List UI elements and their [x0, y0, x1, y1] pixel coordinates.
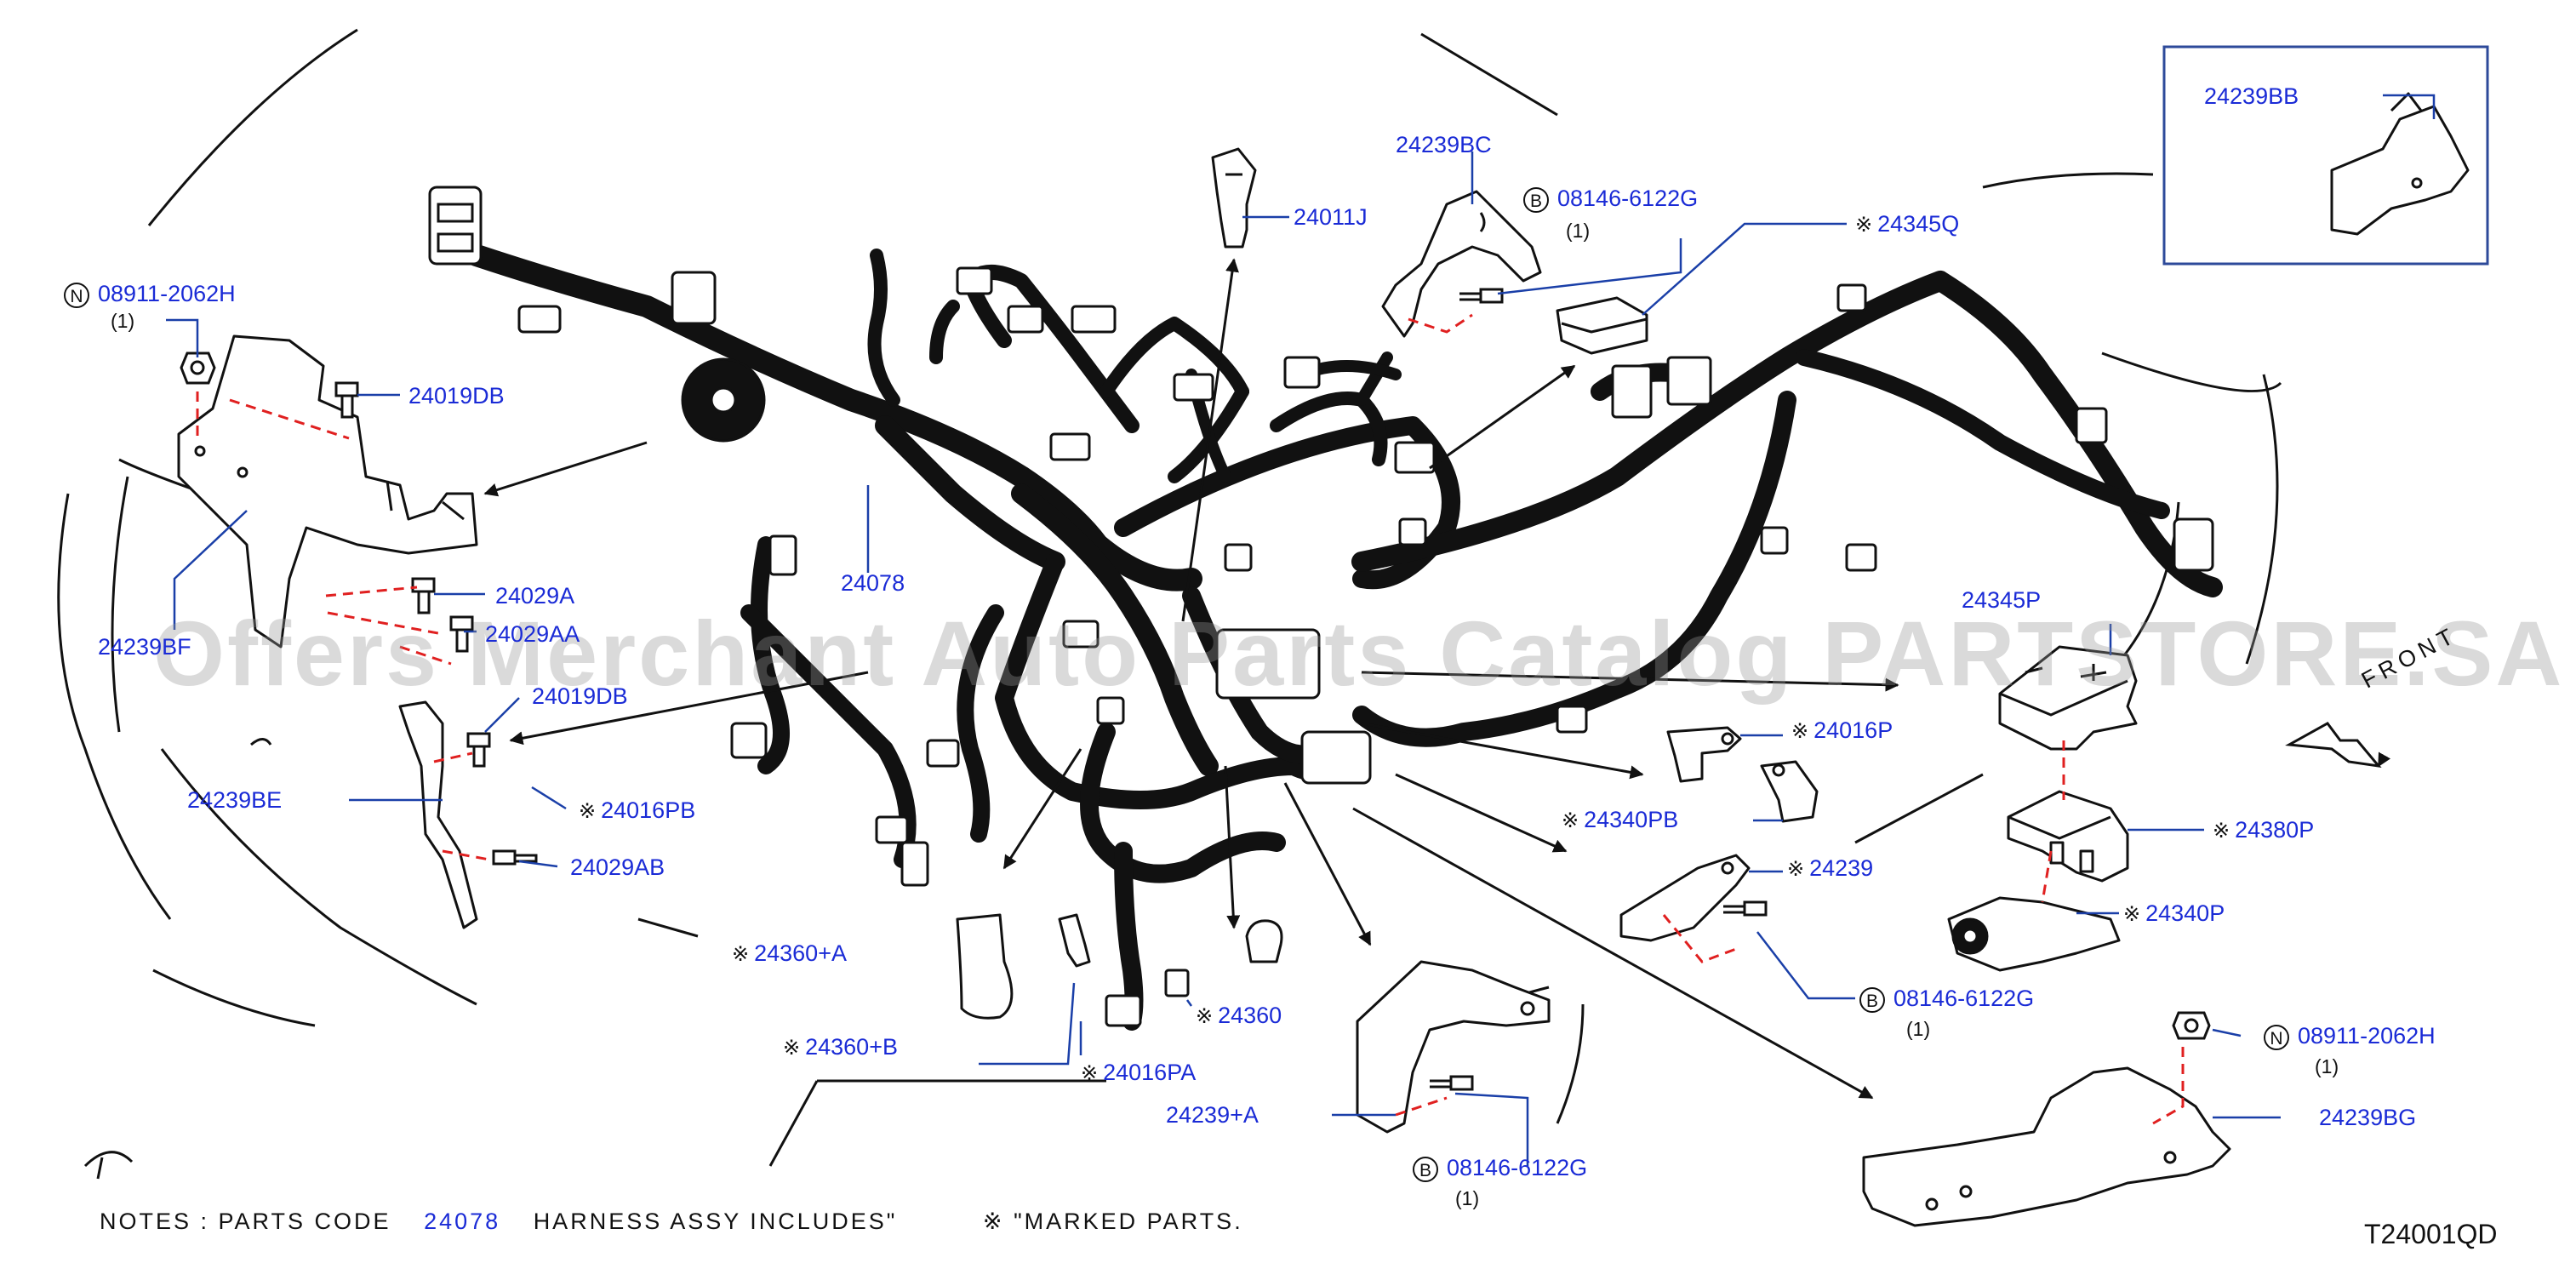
- label-08146-6122G-top[interactable]: B 08146-6122G: [1523, 186, 1698, 213]
- battery-terminal-24340P: [1947, 896, 2121, 972]
- part-number: 24016PA: [1103, 1060, 1197, 1085]
- direction-arrows: [483, 258, 2379, 1100]
- marked-symbol: ※: [2213, 820, 2230, 843]
- quantity-top: (1): [1566, 220, 1591, 242]
- marked-symbol: ※: [1081, 1062, 1099, 1085]
- misc-parts: [956, 913, 1283, 1020]
- label-24239[interactable]: ※24239: [1787, 855, 1873, 883]
- relay-24345Q: [1556, 296, 1648, 355]
- label-24360[interactable]: ※24360: [1196, 1003, 1282, 1030]
- bracket-24239: [1619, 854, 1751, 942]
- notes-marked: "MARKED PARTS.: [1014, 1209, 1243, 1234]
- label-24239BF[interactable]: 24239BF: [98, 634, 191, 660]
- label-24360-B[interactable]: ※24360+B: [783, 1034, 898, 1061]
- part-number: 24345Q: [1877, 211, 1960, 237]
- harness-connectors: [428, 186, 2214, 1027]
- bracket-24239BE: [398, 700, 478, 929]
- part-number: 08911-2062H: [98, 281, 236, 306]
- marked-symbol: ※: [1196, 1005, 1214, 1028]
- label-24345Q[interactable]: ※24345Q: [1855, 211, 1959, 238]
- bolt-badge-icon: B: [1859, 986, 1885, 1013]
- quantity-right: (1): [2315, 1055, 2339, 1077]
- marked-symbol: ※: [1791, 720, 1809, 743]
- notes-text: HARNESS ASSY INCLUDES": [533, 1209, 898, 1234]
- marked-symbol: ※: [1855, 214, 1873, 237]
- fuse-link-24380P: [2007, 790, 2129, 883]
- label-24239BC[interactable]: 24239BC: [1396, 132, 1492, 157]
- label-08146-6122G-mid[interactable]: B 08146-6122G: [1859, 986, 2034, 1013]
- bracket-24239BG: [1862, 1066, 2231, 1227]
- part-number: 24016P: [1813, 717, 1893, 743]
- part-number: 08146-6122G: [1447, 1155, 1588, 1180]
- diagram-id: T24001QD: [2364, 1219, 2498, 1249]
- part-number: 24340P: [2145, 900, 2225, 926]
- fasteners: [180, 288, 2211, 1091]
- label-24011J[interactable]: 24011J: [1294, 204, 1368, 230]
- label-08911-2062H-left[interactable]: N 08911-2062H: [64, 281, 236, 308]
- bracket-24239-A: [1356, 960, 1551, 1134]
- leader-lines: [166, 94, 2436, 1166]
- label-24019DB-1[interactable]: 24019DB: [408, 383, 505, 409]
- small-brackets: [1666, 726, 1819, 823]
- notes-footer: NOTES : PARTS CODE 24078 HARNESS ASSY IN…: [100, 1209, 1243, 1235]
- marked-symbol: ※: [783, 1037, 801, 1060]
- bracket-24239BC: [1381, 190, 1542, 338]
- part-number: 08146-6122G: [1893, 986, 2035, 1011]
- quantity-left: (1): [111, 310, 135, 332]
- label-24019DB-2[interactable]: 24019DB: [532, 683, 628, 709]
- nut-badge-icon: N: [2264, 1024, 2289, 1050]
- notes-harness-code[interactable]: 24078: [424, 1209, 501, 1234]
- label-24239BG[interactable]: 24239BG: [2319, 1105, 2417, 1130]
- bolt-badge-icon: B: [1413, 1156, 1438, 1182]
- label-24029AA[interactable]: 24029AA: [485, 621, 580, 647]
- fuse-box-24345P: [1998, 645, 2138, 751]
- label-24029AB[interactable]: 24029AB: [570, 854, 665, 880]
- marked-symbol: ※: [982, 1209, 1005, 1234]
- bolt-badge-icon: B: [1523, 186, 1549, 213]
- part-number: 24360+B: [805, 1034, 898, 1060]
- quantity-bottom: (1): [1455, 1187, 1480, 1209]
- part-number: 24016PB: [601, 797, 696, 823]
- part-number: 24340PB: [1584, 807, 1679, 832]
- label-24340PB[interactable]: ※24340PB: [1562, 807, 1678, 834]
- clip-24011J: [1211, 147, 1257, 249]
- label-24016P[interactable]: ※24016P: [1791, 717, 1893, 745]
- quantity-mid: (1): [1906, 1018, 1931, 1040]
- part-number: 24239: [1809, 855, 1874, 881]
- marked-symbol: ※: [1787, 858, 1805, 881]
- part-number: 24380P: [2235, 817, 2315, 843]
- part-number: 24360+A: [754, 940, 847, 966]
- part-number: 08146-6122G: [1557, 186, 1699, 211]
- nut-badge-icon: N: [64, 282, 89, 308]
- label-24239-A[interactable]: 24239+A: [1166, 1102, 1259, 1128]
- label-24340P[interactable]: ※24340P: [2123, 900, 2225, 928]
- marked-symbol: ※: [2123, 903, 2141, 926]
- part-number: 24360: [1218, 1003, 1282, 1028]
- label-24078[interactable]: 24078: [841, 570, 905, 596]
- label-24016PA[interactable]: ※24016PA: [1081, 1060, 1196, 1087]
- notes-lead: NOTES : PARTS CODE: [100, 1209, 391, 1234]
- label-24016PB[interactable]: ※24016PB: [579, 797, 695, 825]
- marked-symbol: ※: [732, 943, 750, 966]
- label-24239BB[interactable]: 24239BB: [2204, 83, 2299, 109]
- label-08146-6122G-bottom[interactable]: B 08146-6122G: [1413, 1155, 1587, 1182]
- label-08911-2062H-right[interactable]: N 08911-2062H: [2264, 1023, 2436, 1050]
- label-24239BE[interactable]: 24239BE: [187, 787, 283, 813]
- label-24380P[interactable]: ※24380P: [2213, 817, 2314, 844]
- inset-frame: [2162, 45, 2489, 266]
- marked-symbol: ※: [579, 800, 597, 823]
- label-24029A[interactable]: 24029A: [495, 583, 575, 609]
- marked-symbol: ※: [1562, 809, 1579, 832]
- hardware-dashes: [196, 313, 2185, 1125]
- watermark: Offers Merchant Auto Parts Catalog PARTS…: [153, 602, 2565, 705]
- part-number: 08911-2062H: [2298, 1023, 2436, 1049]
- label-24360-A[interactable]: ※24360+A: [732, 940, 847, 968]
- label-24345P[interactable]: 24345P: [1962, 587, 2042, 613]
- inset-part-24239BB: [2330, 92, 2470, 236]
